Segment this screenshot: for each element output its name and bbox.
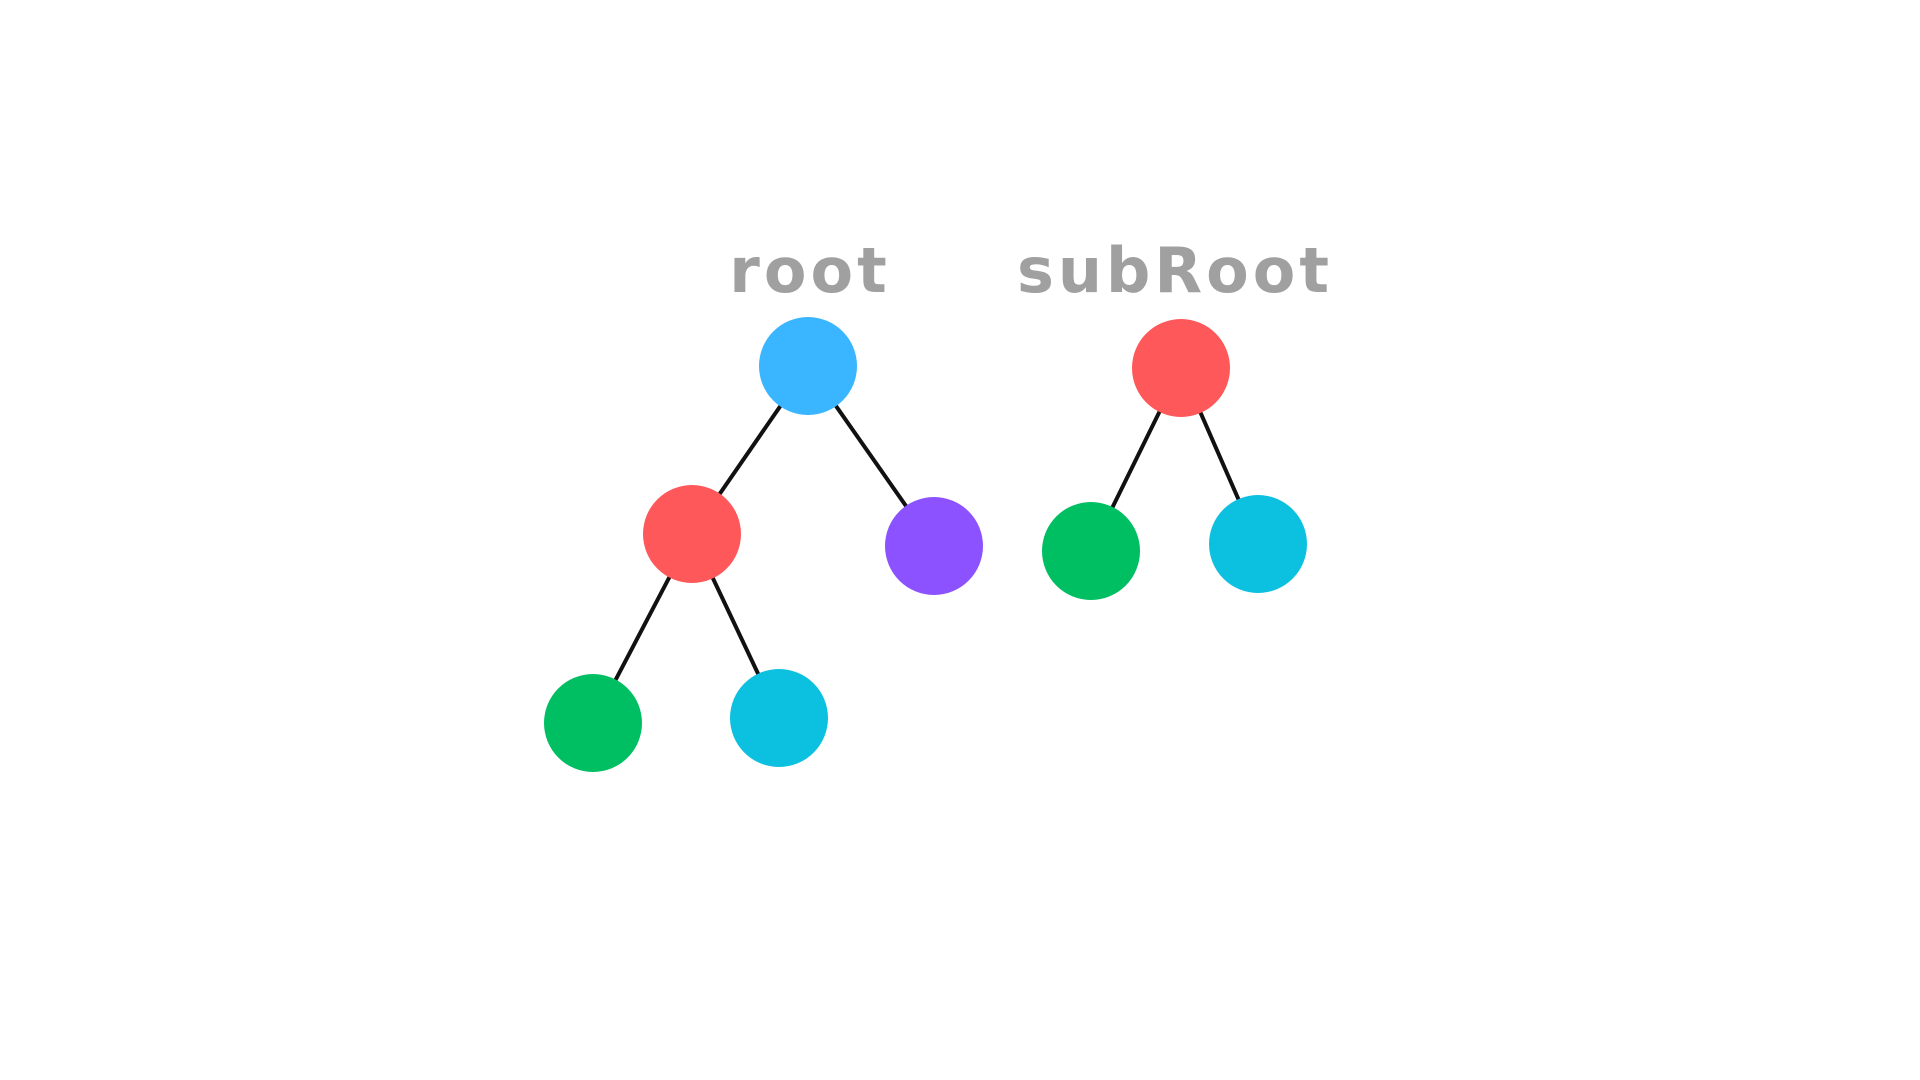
root-node-r1 [759,317,857,415]
root-node-r4 [544,674,642,772]
root-tree-label: root [729,234,890,307]
root-node-r3 [885,497,983,595]
root-node-r5 [730,669,828,767]
subroot-tree-label: subRoot [1017,234,1333,307]
nodes-layer [544,317,1307,772]
subroot-node-s2 [1042,502,1140,600]
subroot-node-s1 [1132,319,1230,417]
root-node-r2 [643,485,741,583]
subroot-node-s3 [1209,495,1307,593]
